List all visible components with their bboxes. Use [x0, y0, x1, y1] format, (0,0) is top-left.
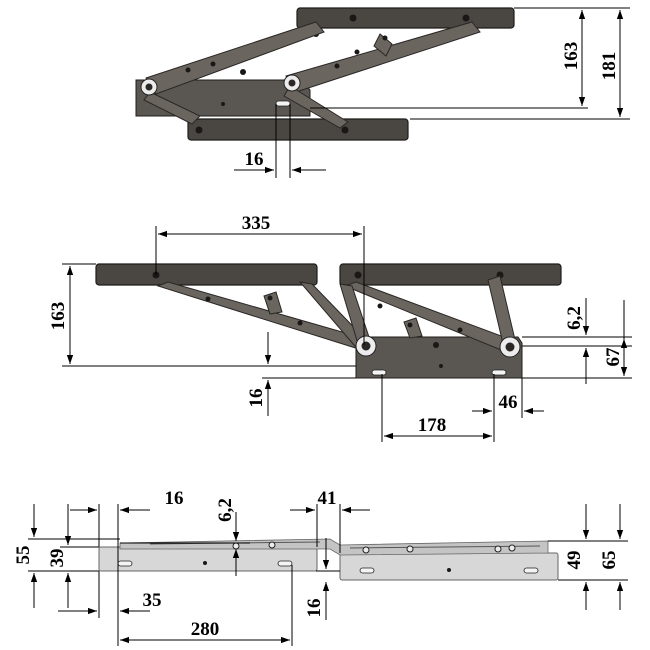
dim-178: 178 — [418, 415, 447, 436]
left-plate — [95, 263, 318, 286]
view-raised-closed: 181 163 16 — [135, 7, 630, 178]
dim-6-2-open: 6,2 — [564, 306, 585, 330]
right-plate — [339, 263, 562, 286]
folded-left-plate — [98, 546, 318, 572]
arm-lower-right — [283, 85, 349, 129]
dim-163-open: 163 — [48, 302, 69, 331]
dim-163-top: 163 — [561, 42, 582, 71]
dim-335: 335 — [242, 213, 271, 234]
dim-67: 67 — [603, 347, 624, 367]
dim-16-folded-bottom: 16 — [304, 599, 325, 618]
folded-right-plate — [339, 552, 559, 581]
bottom-plate — [187, 118, 409, 141]
dim-41: 41 — [318, 488, 337, 509]
dim-65: 65 — [599, 551, 620, 570]
dim-16-top: 16 — [245, 149, 264, 170]
dim-181: 181 — [599, 52, 620, 81]
dim-6-2-folded: 6,2 — [215, 498, 236, 522]
dim-16-open: 16 — [246, 389, 267, 408]
dim-49: 49 — [564, 551, 585, 570]
dim-35: 35 — [143, 590, 162, 611]
dim-16-folded-top: 16 — [165, 488, 184, 509]
dim-46: 46 — [499, 392, 518, 413]
top-plate — [296, 7, 515, 29]
dim-280: 280 — [191, 619, 220, 640]
view-raised-open: 335 163 16 6,2 67 46 178 — [48, 213, 632, 442]
arm-lower-left — [143, 91, 201, 125]
dim-39: 39 — [47, 549, 68, 568]
view-folded: 16 6,2 41 55 39 49 65 35 — [13, 488, 628, 646]
dim-55: 55 — [13, 546, 34, 565]
